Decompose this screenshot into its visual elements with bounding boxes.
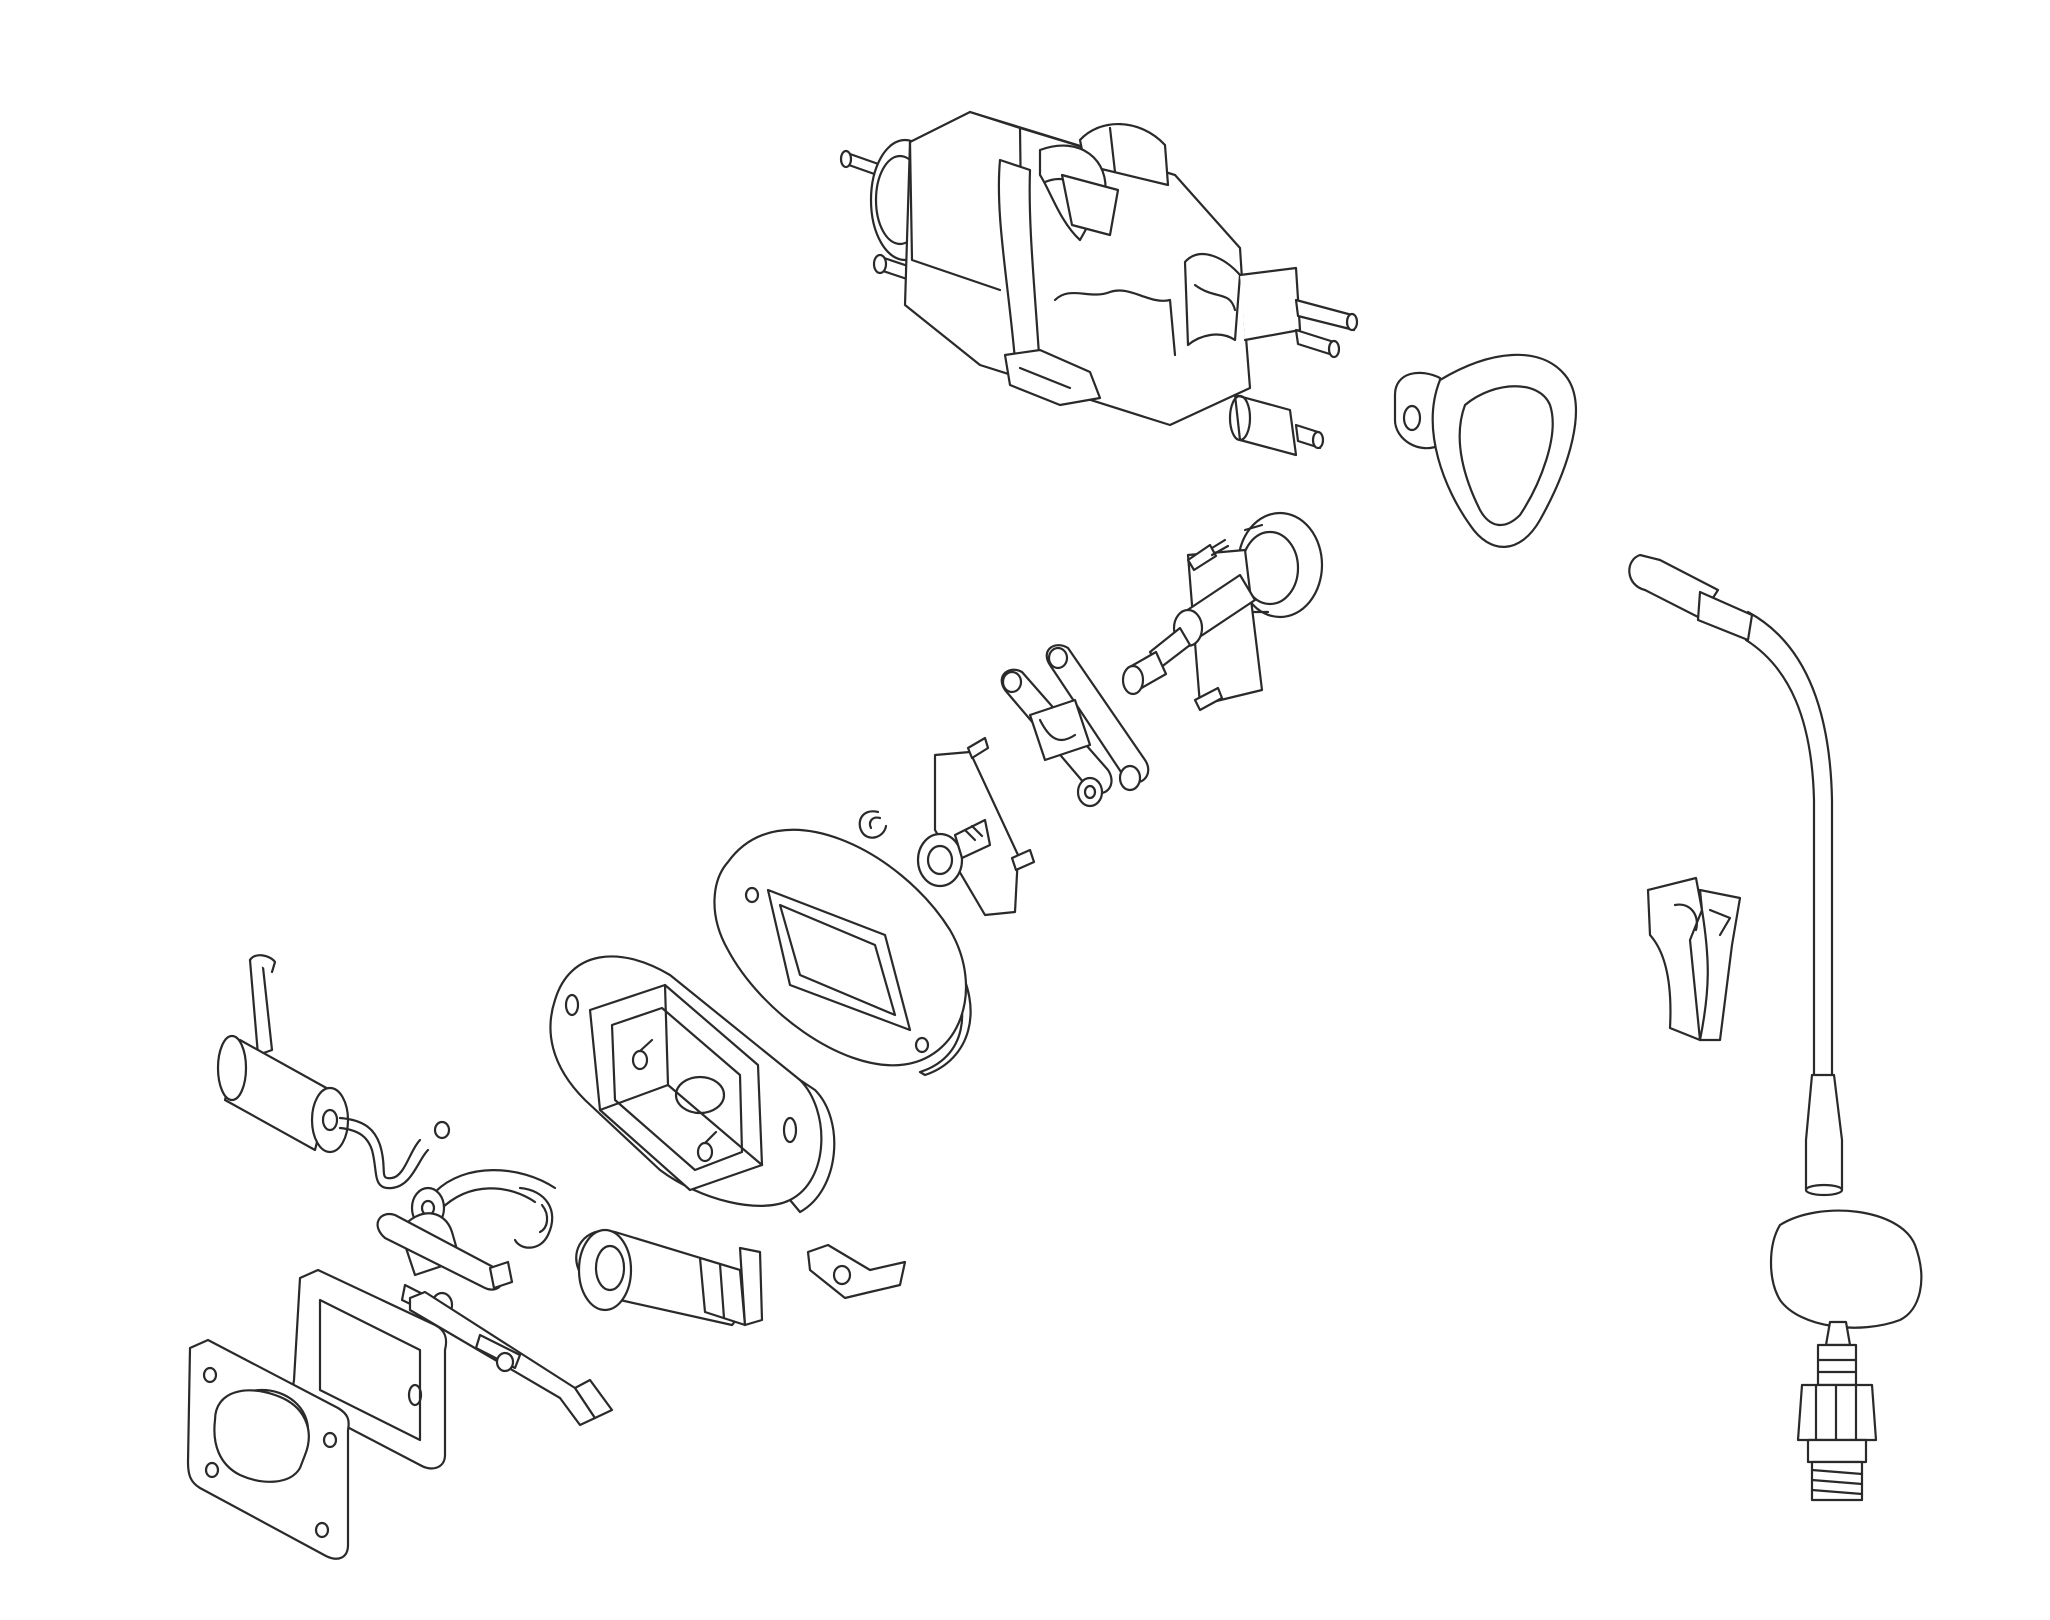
contact-plate xyxy=(916,736,1036,917)
teardrop-cover xyxy=(1393,353,1578,548)
oval-gasket xyxy=(713,828,972,1077)
rocker-link xyxy=(1000,644,1150,808)
lever-spring xyxy=(376,1169,557,1324)
u-clamp xyxy=(575,1228,764,1327)
ignition-lead xyxy=(1628,553,1923,1502)
flange-plate xyxy=(186,1338,350,1560)
mounting-housing xyxy=(549,955,836,1214)
tab-washer xyxy=(806,1243,907,1300)
spring-clip xyxy=(1646,876,1742,1042)
contact-breaker-assembly xyxy=(1121,511,1324,712)
condenser xyxy=(216,954,451,1190)
magneto-body xyxy=(839,110,1359,457)
circlip xyxy=(858,810,888,839)
